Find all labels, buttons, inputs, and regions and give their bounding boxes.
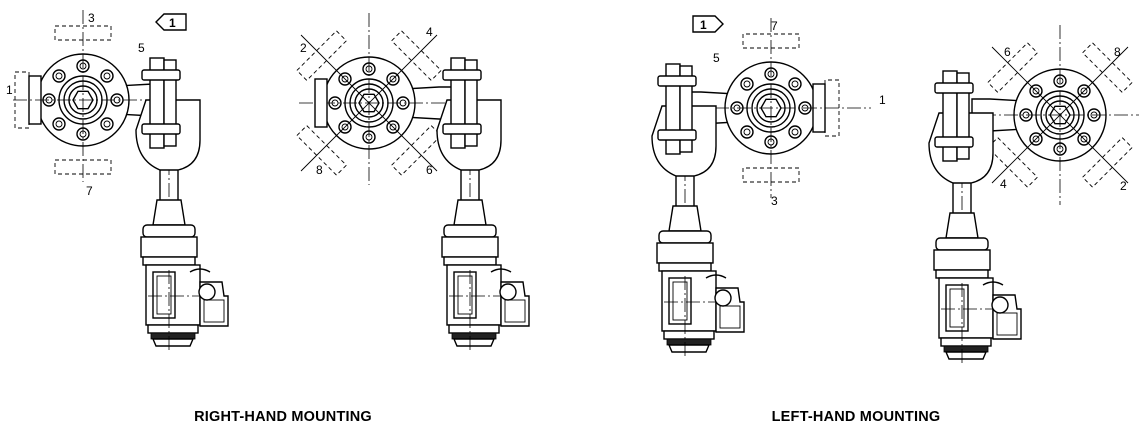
position-label-1: 1 (879, 93, 886, 107)
position-label-7: 7 (771, 19, 778, 33)
svg-text:1: 1 (169, 16, 176, 30)
position-label-6: 6 (1004, 45, 1011, 59)
position-label-2: 2 (300, 41, 307, 55)
position-label-8: 8 (1114, 45, 1121, 59)
view-right-hand-1: 3 1 5 7 1 (6, 10, 229, 351)
position-label-5: 5 (713, 51, 720, 65)
position-label-2: 2 (1120, 179, 1127, 193)
svg-text:1: 1 (700, 18, 707, 32)
note-flag-icon: 1 (692, 15, 724, 33)
position-label-8: 8 (316, 163, 323, 177)
position-label-7: 7 (86, 184, 93, 198)
position-label-4: 4 (426, 25, 433, 39)
position-label-5: 5 (138, 41, 145, 55)
caption-left-hand-mounting: LEFT-HAND MOUNTING (772, 409, 941, 425)
caption-right-hand-mounting: RIGHT-HAND MOUNTING (194, 409, 372, 425)
position-label-3: 3 (771, 194, 778, 208)
view-left-hand-1: 7 1 5 3 1 (651, 15, 886, 357)
position-label-3: 3 (88, 11, 95, 25)
position-label-1: 1 (6, 83, 13, 97)
position-label-6: 6 (426, 163, 433, 177)
position-label-4: 4 (1000, 177, 1007, 191)
note-flag-icon: 1 (155, 13, 187, 31)
view-left-hand-2: 6 8 4 2 (928, 25, 1139, 364)
view-right-hand-2: 2 4 6 8 (296, 13, 530, 351)
